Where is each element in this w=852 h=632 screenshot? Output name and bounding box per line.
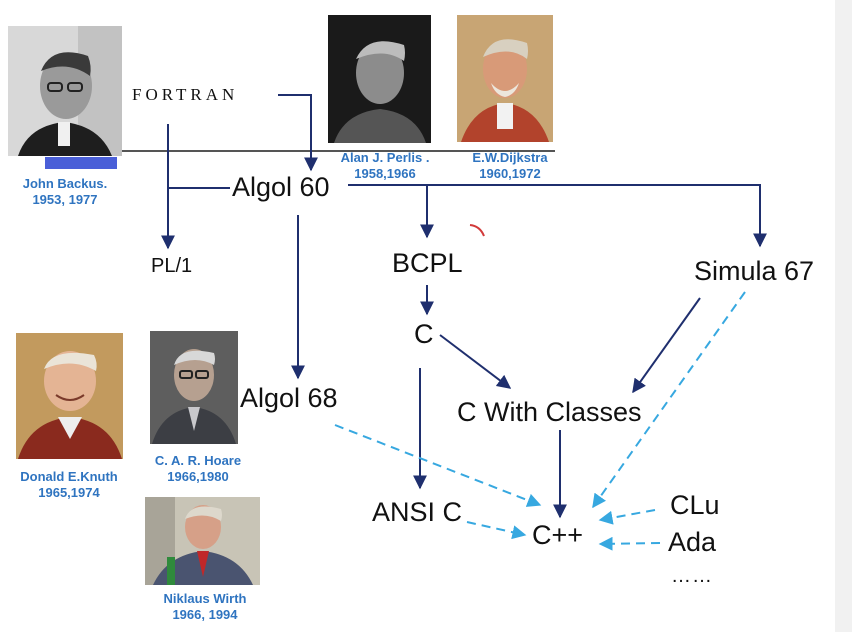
caption-years: 1953, 1977 [32, 192, 98, 208]
node-more: …… [671, 565, 713, 587]
person-portrait-icon [457, 15, 553, 142]
caption-alan-perlis: Alan J. Perlis . 1958,1966 [330, 150, 440, 183]
node-clu: CLu [670, 490, 720, 520]
caption-years: 1960,1972 [479, 166, 541, 182]
node-ansi-c: ANSI C [372, 497, 463, 527]
photo-alan-perlis [328, 15, 431, 143]
caption-years: 1966, 1994 [172, 607, 238, 623]
node-ada: Ada [668, 527, 717, 557]
photo-donald-knuth [16, 333, 123, 459]
person-portrait-icon [8, 26, 122, 156]
caption-donald-knuth: Donald E.Knuth 1965,1974 [4, 469, 134, 502]
caption-car-hoare: C. A. R. Hoare 1966,1980 [142, 453, 254, 486]
arrow-c-cwithclasses [439, 334, 512, 389]
caption-name: C. A. R. Hoare [154, 453, 242, 468]
arrow-clu-cpp [598, 509, 656, 525]
photo-john-backus [8, 26, 122, 156]
caption-name: John Backus. [22, 176, 108, 191]
node-fortran: FORTRAN [132, 85, 239, 104]
caption-years: 1966,1980 [167, 469, 229, 485]
caption-name: Niklaus Wirth [163, 591, 247, 606]
scroll-edge [835, 0, 852, 632]
caption-name: Donald E.Knuth [20, 469, 118, 484]
arrow-simula67-cwithclasses [632, 297, 701, 394]
node-pl1: PL/1 [151, 255, 193, 277]
caption-years: 1958,1966 [354, 166, 416, 182]
arrow-ansic-cpp [466, 521, 527, 540]
arrow-algol68-cpp [334, 424, 542, 507]
arrow-ada-cpp [598, 536, 661, 551]
node-algol68: Algol 68 [240, 383, 338, 413]
caption-niklaus-wirth: Niklaus Wirth 1966, 1994 [145, 591, 265, 624]
caption-name: E.W.Dijkstra [472, 150, 548, 165]
arrow-fortran-algol60 [278, 94, 318, 172]
node-cpp: C++ [532, 520, 584, 550]
caption-years: 1965,1974 [38, 485, 100, 501]
photo-ew-dijkstra [457, 15, 553, 142]
person-portrait-icon [145, 497, 260, 585]
person-portrait-icon [150, 331, 238, 444]
arrow-algol60-simula67 [348, 184, 767, 248]
node-simula67: Simula 67 [694, 256, 815, 286]
stray-pen-mark [469, 224, 485, 237]
person-portrait-icon [16, 333, 123, 459]
node-algol60: Algol 60 [232, 172, 330, 202]
photo-niklaus-wirth [145, 497, 260, 585]
name-highlight-bar [45, 157, 117, 169]
node-bcpl: BCPL [392, 248, 463, 278]
caption-john-backus: John Backus. 1953, 1977 [10, 176, 120, 209]
caption-name: Alan J. Perlis . [340, 150, 430, 165]
person-portrait-icon [328, 15, 431, 143]
node-c-with-classes: C With Classes [457, 397, 642, 427]
caption-ew-dijkstra: E.W.Dijkstra 1960,1972 [455, 150, 565, 183]
photo-car-hoare [150, 331, 238, 444]
node-c: C [414, 319, 434, 349]
